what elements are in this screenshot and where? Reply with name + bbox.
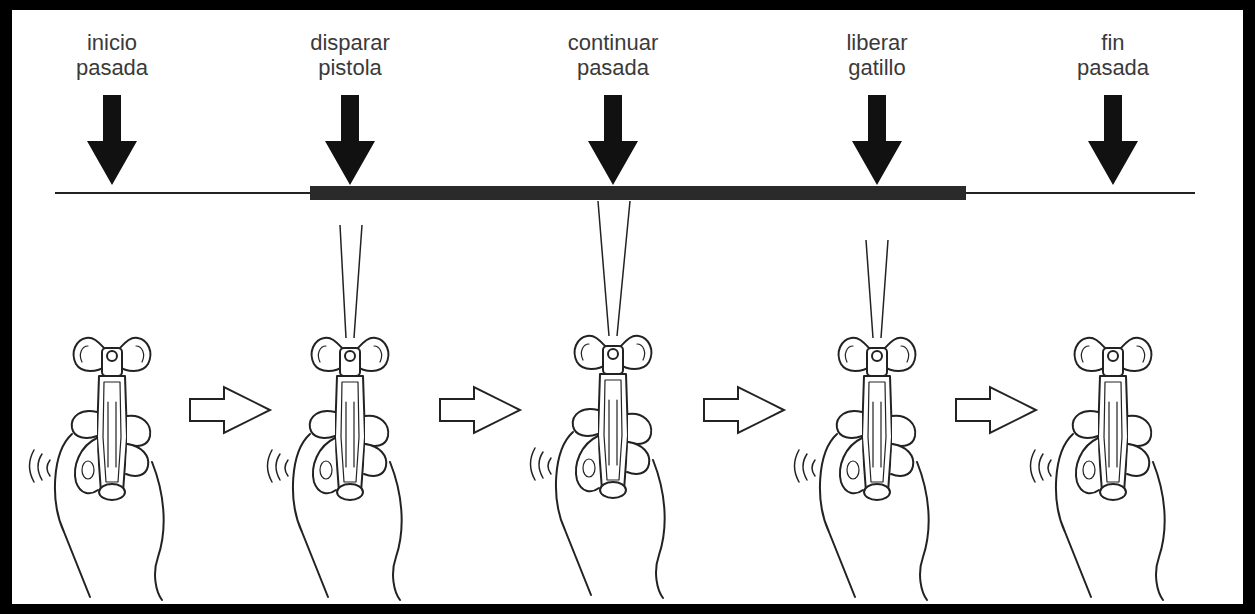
step-label: disparar pistola [310, 30, 389, 80]
step-label: inicio pasada [76, 30, 148, 80]
step-label: fin pasada [1077, 30, 1149, 80]
step-label: liberar gatillo [846, 30, 907, 80]
step-label: continuar pasada [568, 30, 659, 80]
